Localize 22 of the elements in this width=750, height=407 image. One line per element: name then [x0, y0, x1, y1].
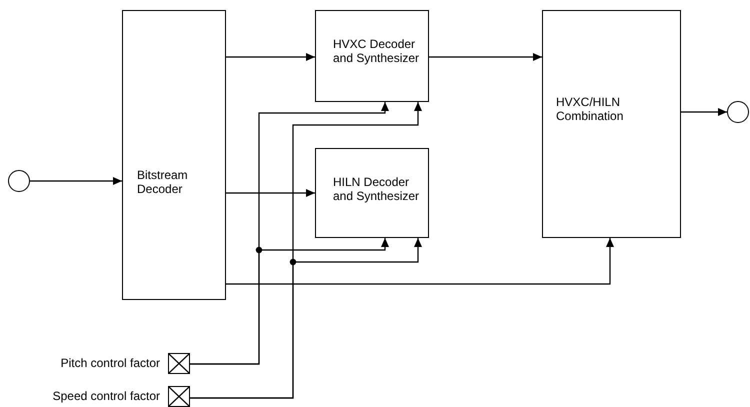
crossed-box-symbol	[168, 353, 190, 374]
arrow	[226, 189, 315, 197]
arrow	[226, 53, 315, 61]
arrow	[190, 238, 422, 399]
arrow	[226, 238, 614, 285]
arrow	[190, 238, 389, 365]
combination-box	[542, 10, 681, 238]
terminal-circle	[727, 101, 749, 123]
node-label: HVXC/HILN Combination	[556, 95, 624, 123]
input-label: Pitch control factor	[60, 356, 160, 370]
node-label: HVXC Decoder and Synthesizer	[333, 37, 420, 65]
input-label: Speed control factor	[52, 389, 160, 403]
arrow	[30, 177, 122, 185]
node-label: HILN Decoder and Synthesizer	[333, 175, 420, 203]
decoder-box	[315, 148, 429, 238]
arrow	[429, 53, 542, 61]
arrow	[681, 108, 727, 116]
crossed-box-symbol	[168, 386, 190, 407]
terminal-circle	[8, 170, 30, 192]
decoder-box	[315, 10, 429, 102]
decoder-box	[122, 10, 226, 300]
node-label: Bitstream Decoder	[137, 168, 189, 196]
